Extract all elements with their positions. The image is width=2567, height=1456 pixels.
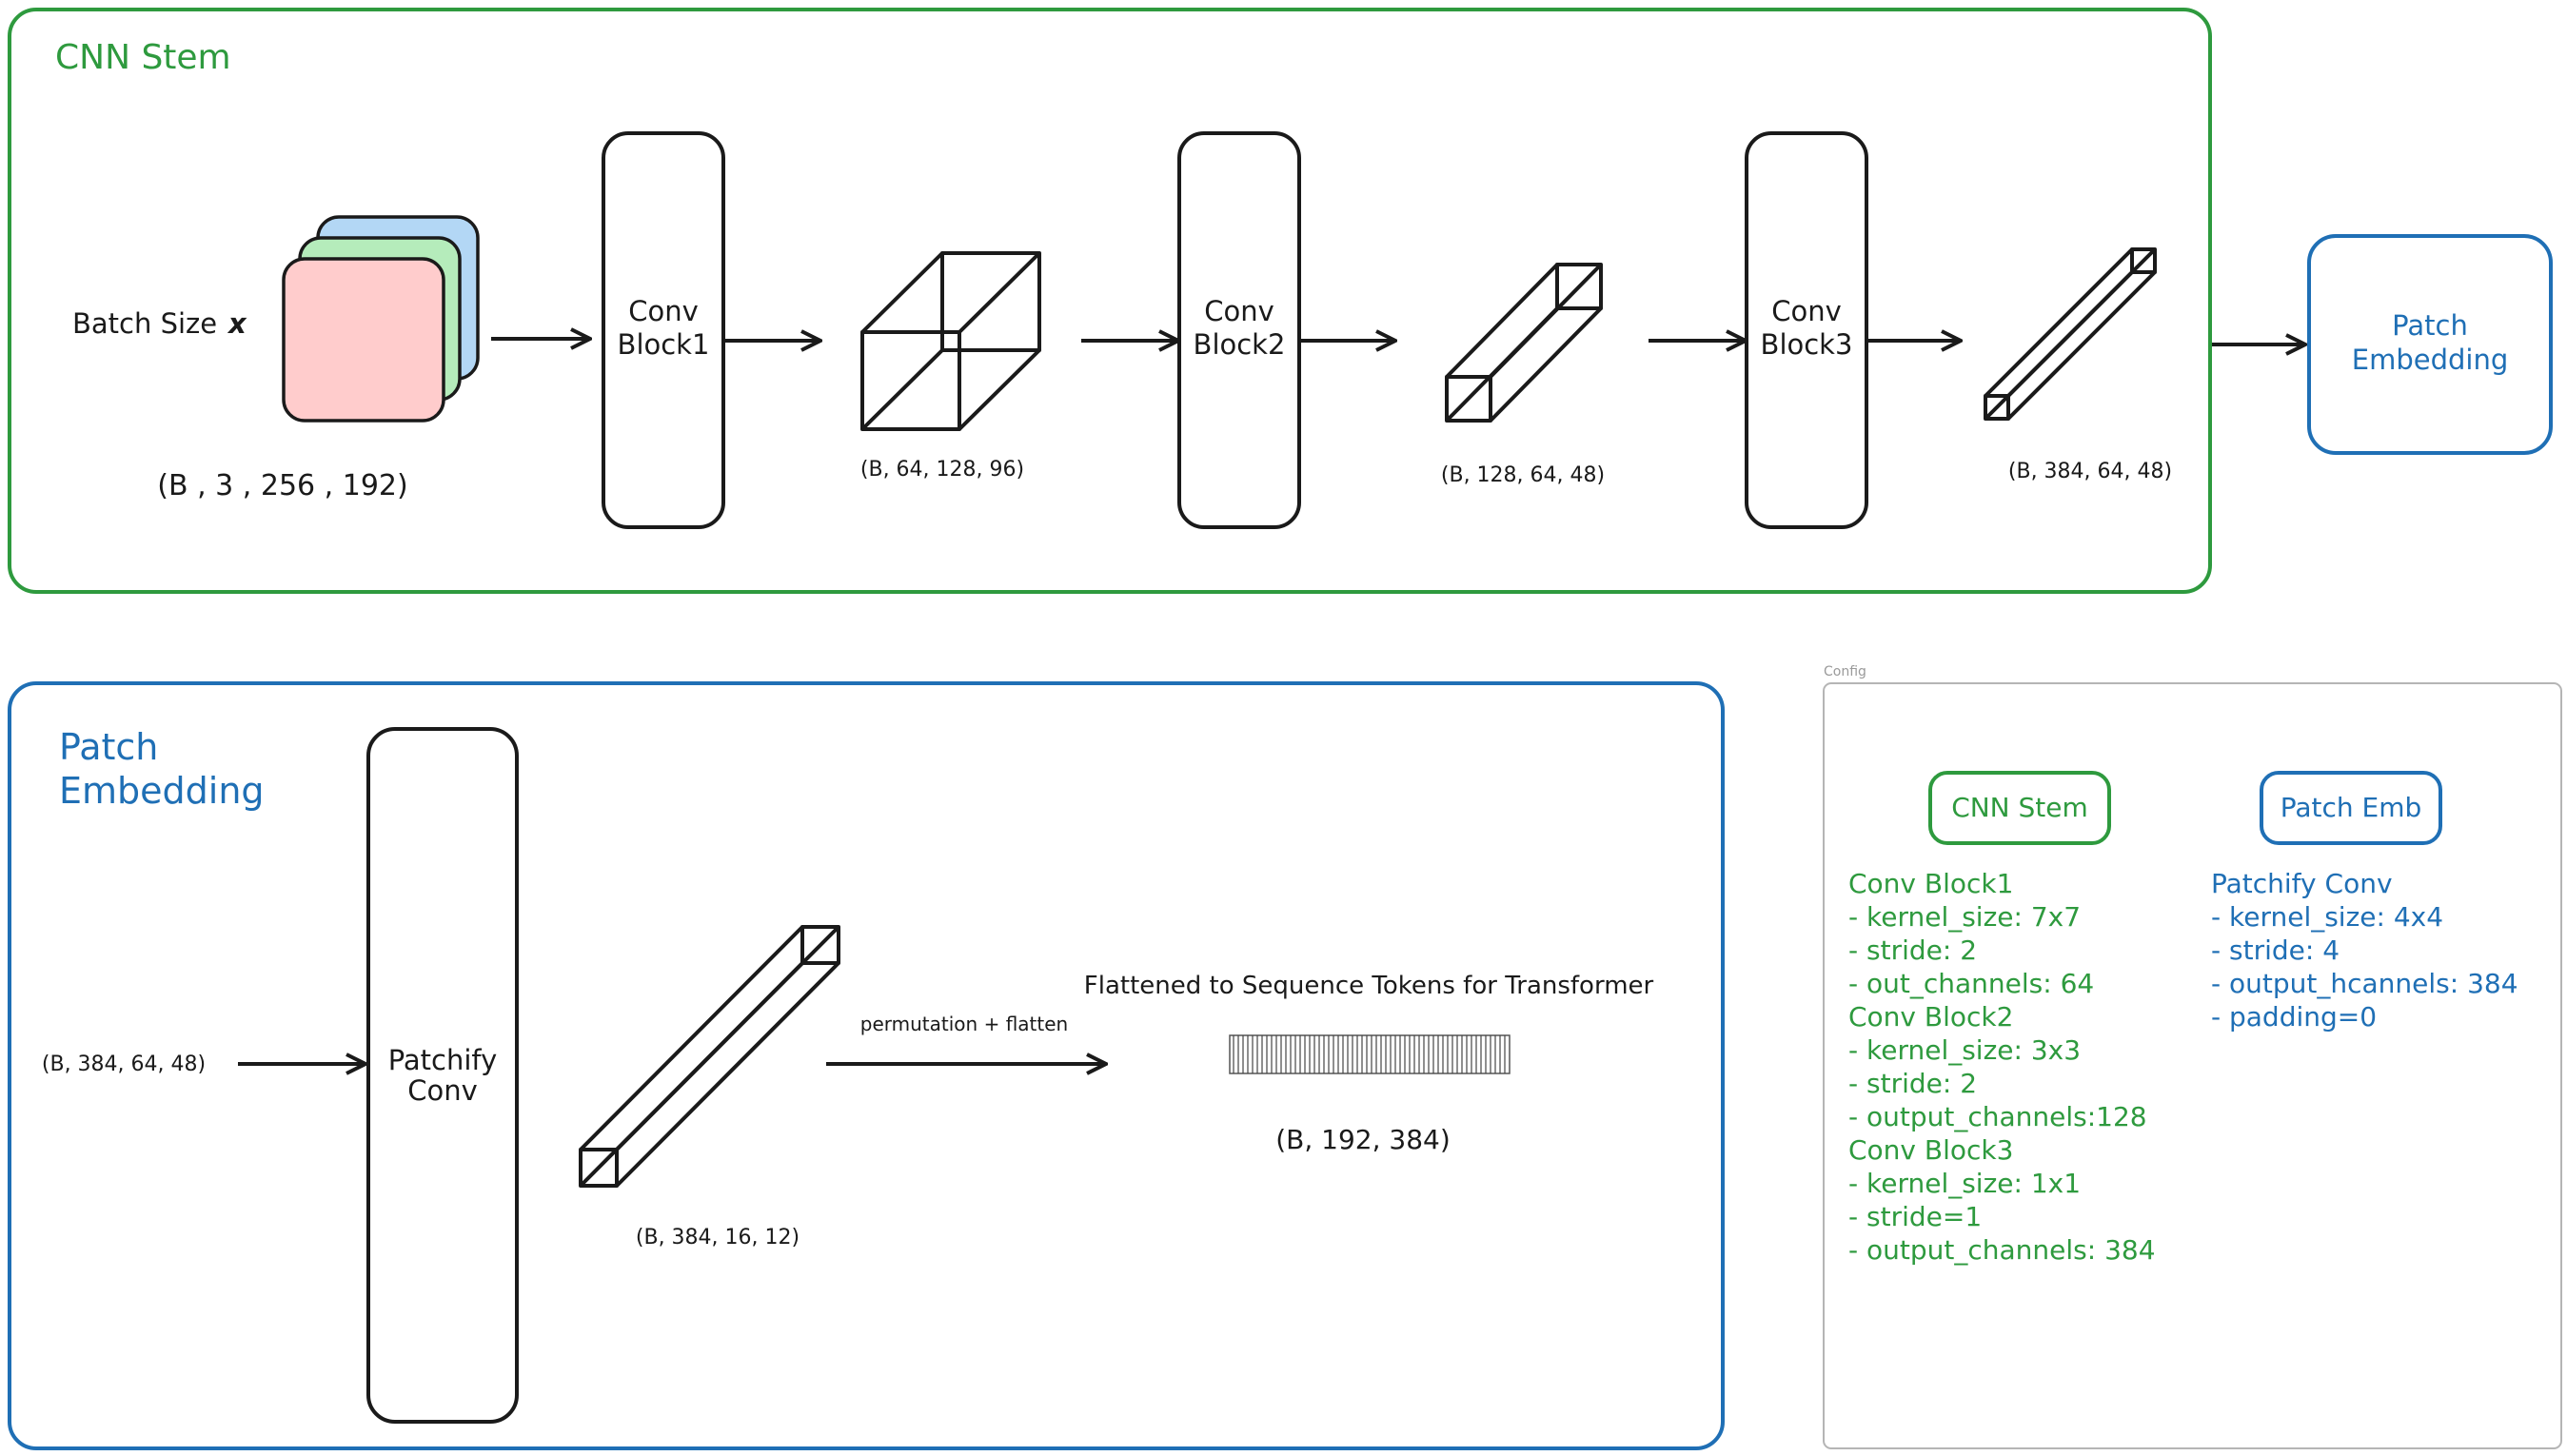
conv-block2-label-line2: Block2 [1194, 328, 1286, 361]
conv-block2-label-line1: Conv [1204, 295, 1274, 327]
config-patch-line: Patchify Conv [2211, 868, 2393, 899]
cnn-stem-panel: CNN Stem Batch Size x (B , 3 , 256 , 192… [8, 8, 2212, 594]
config-cnn-stem-badge-label: CNN Stem [1951, 792, 2088, 823]
conv-block1-label-line1: Conv [628, 295, 699, 327]
config-stem-line: Conv Block2 [1848, 1001, 2013, 1033]
conv-block1 [602, 131, 725, 529]
config-patch-emb-badge [2260, 771, 2442, 845]
tokens-title: Flattened to Sequence Tokens for Transfo… [1084, 972, 1654, 1000]
config-stem-line: - output_channels: 384 [1848, 1234, 2156, 1266]
config-stem-line: - output_channels:128 [1848, 1101, 2147, 1132]
permutation-flatten-label: permutation + flatten [860, 1013, 1068, 1035]
tensor-3-cube [1984, 247, 2157, 421]
input-shape-label: (B , 3 , 256 , 192) [157, 469, 407, 502]
config-frame [1823, 682, 2562, 1449]
config-stem-line: - kernel_size: 1x1 [1848, 1168, 2081, 1199]
tensor-2-shape: (B, 128, 64, 48) [1441, 463, 1605, 487]
tensor-1-shape: (B, 64, 128, 96) [860, 458, 1024, 482]
config-caption: Config [1824, 664, 1866, 679]
patch-tensor-cube [579, 925, 840, 1188]
tensor-2-cube [1445, 263, 1603, 423]
patch-embedding-title-line2: Embedding [59, 770, 265, 812]
config-patch-line: - stride: 4 [2211, 935, 2340, 966]
config-stem-line: Conv Block3 [1848, 1134, 2013, 1166]
patch-embedding-box-label-line1: Patch [2392, 309, 2468, 342]
config-patch-emb-badge-label: Patch Emb [2281, 792, 2422, 823]
tokens-shape: (B, 192, 384) [1275, 1124, 1451, 1155]
config-stem-line: - stride: 2 [1848, 1068, 1977, 1099]
patch-embedding-title-line1: Patch [59, 726, 158, 768]
conv-block3-label-line2: Block3 [1761, 328, 1853, 361]
patch-tensor-shape: (B, 384, 16, 12) [636, 1226, 800, 1249]
config-cnn-stem-badge [1928, 771, 2111, 845]
config-stem-line: - kernel_size: 3x3 [1848, 1034, 2081, 1066]
cnn-stem-frame [8, 8, 2212, 594]
conv-block1-label-line2: Block1 [618, 328, 710, 361]
config-stem-line: Conv Block1 [1848, 868, 2013, 899]
config-stem-line: - stride: 2 [1848, 935, 1977, 966]
config-patch-line: - output_hcannels: 384 [2211, 968, 2518, 999]
input-x-label: x [227, 307, 247, 340]
tensor-3-shape: (B, 384, 64, 48) [2008, 460, 2172, 483]
conv-block3 [1745, 131, 1868, 529]
config-stem-details: Conv Block1- kernel_size: 7x7- stride: 2… [1848, 868, 2156, 1266]
cnn-stem-title: CNN Stem [55, 38, 231, 77]
tensor-1-cube [860, 251, 1041, 431]
config-patch-line: - padding=0 [2211, 1001, 2377, 1033]
config-stem-line: - out_channels: 64 [1848, 968, 2094, 999]
patch-embedding-frame [8, 681, 1725, 1450]
patchify-conv-block [366, 727, 519, 1424]
patch-embedding-box-label-line2: Embedding [2352, 344, 2508, 376]
config-patch-line: - kernel_size: 4x4 [2211, 901, 2443, 933]
config-panel: Config CNN Stem Patch Emb Conv Block1- k… [1823, 664, 2562, 1449]
token-sequence [1229, 1034, 1511, 1074]
patchify-conv-label-line1: Patchify [388, 1044, 498, 1076]
batch-size-label: Batch Size [72, 307, 217, 340]
patchify-conv-label-line2: Conv [407, 1074, 478, 1107]
patch-embedding-panel: Patch Embedding (B, 384, 64, 48) Patchif… [8, 681, 1725, 1450]
patch-embedding-box [2307, 234, 2553, 455]
config-stem-line: - stride=1 [1848, 1201, 1982, 1232]
input-image-stack [282, 215, 480, 423]
patch-input-shape: (B, 384, 64, 48) [42, 1053, 206, 1076]
input-channel-front [282, 257, 445, 423]
config-stem-line: - kernel_size: 7x7 [1848, 901, 2081, 933]
conv-block2 [1177, 131, 1301, 529]
conv-block3-label-line1: Conv [1771, 295, 1842, 327]
config-patch-details: Patchify Conv- kernel_size: 4x4- stride:… [2211, 868, 2518, 1033]
